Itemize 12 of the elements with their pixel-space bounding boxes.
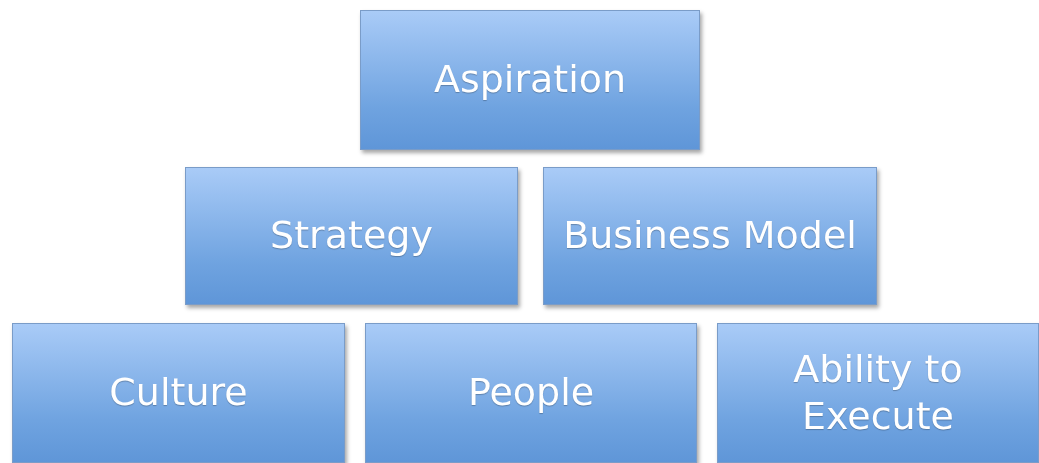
pyramid-block: [543, 167, 877, 305]
block-label: Ability to Execute: [792, 345, 964, 440]
block-label: People: [467, 369, 595, 417]
block-label: Aspiration: [433, 56, 627, 104]
block-label: Culture: [109, 369, 248, 417]
pyramid-block: [360, 10, 700, 150]
block-label: Strategy: [270, 212, 433, 260]
pyramid-block: [717, 323, 1039, 463]
block-label: Business Model: [563, 212, 857, 260]
pyramid-block: [365, 323, 697, 463]
pyramid-block: [12, 323, 345, 463]
pyramid-block: [185, 167, 518, 305]
